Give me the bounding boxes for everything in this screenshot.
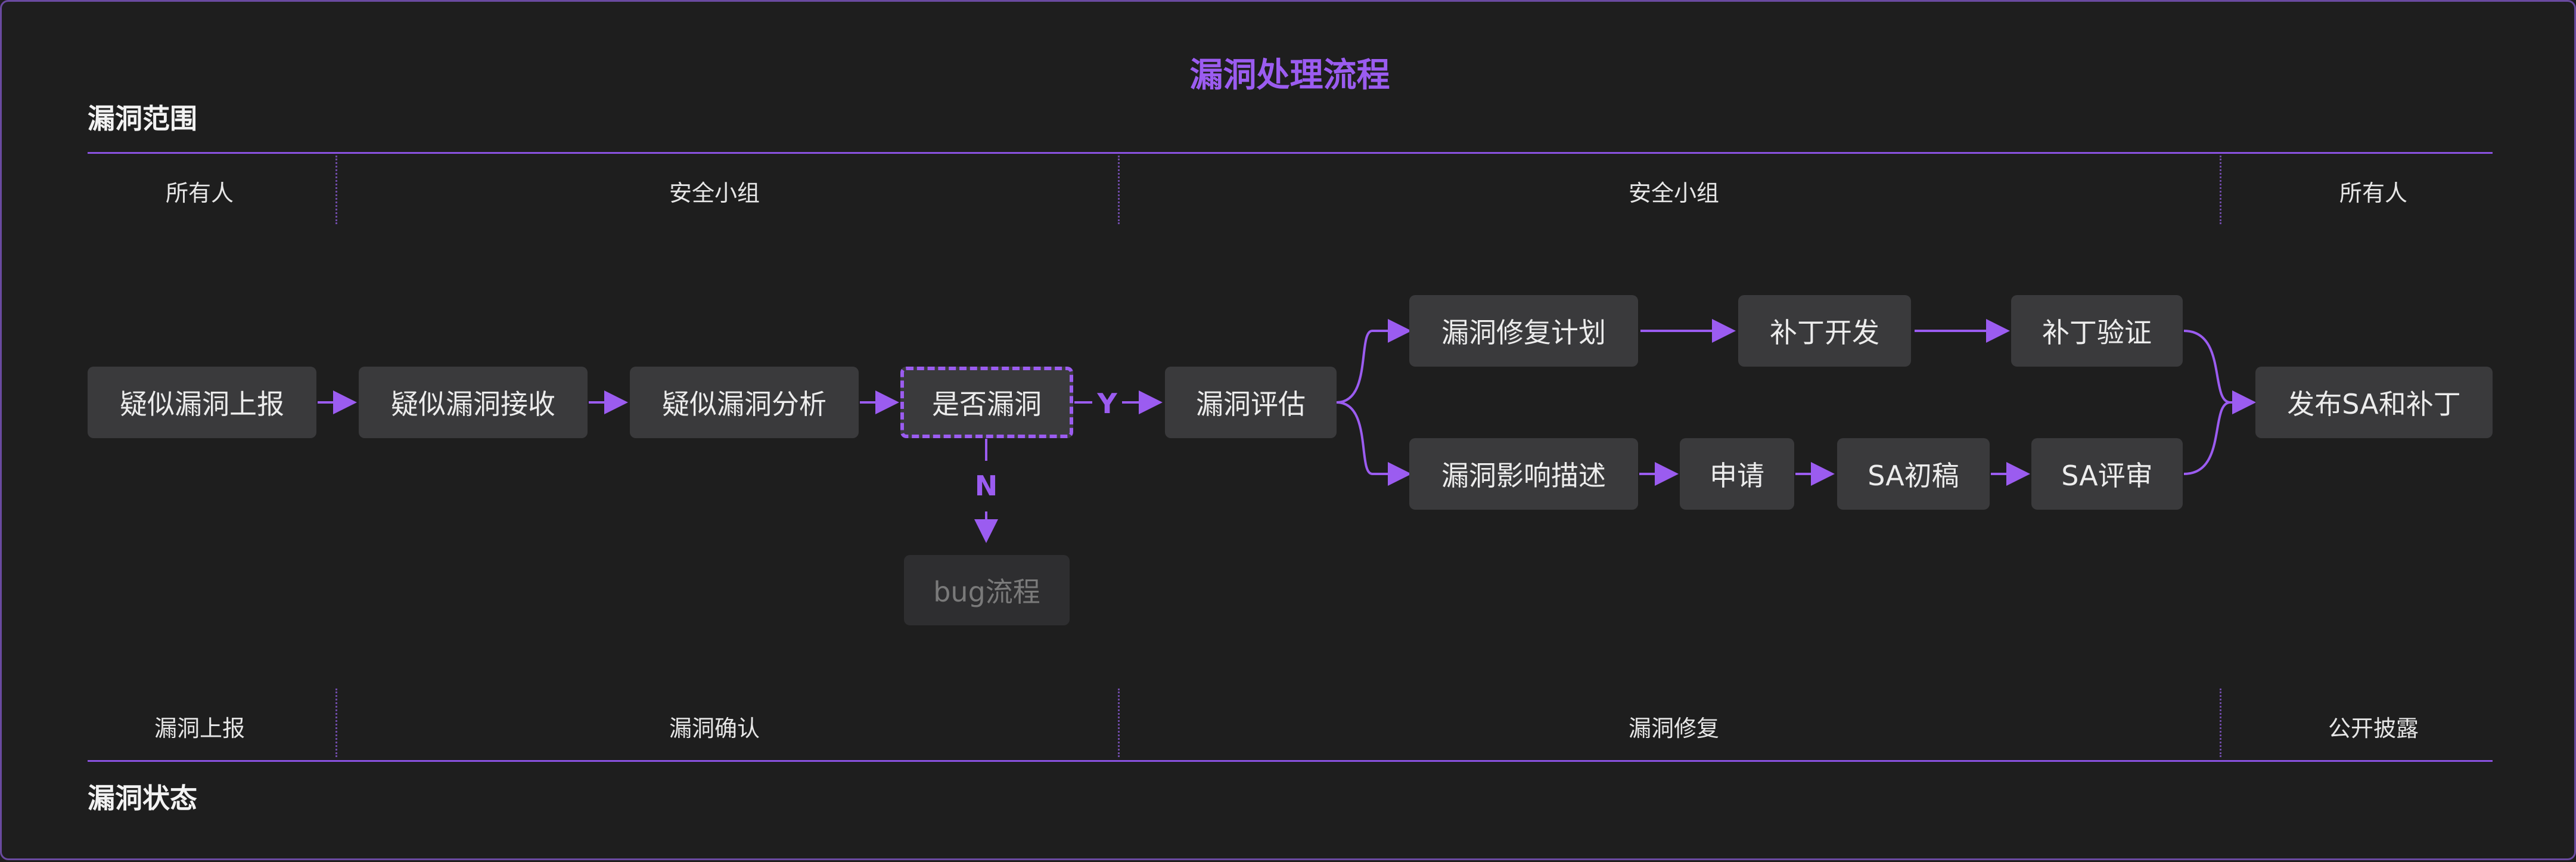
status-column-confirm: 漏洞确认	[669, 715, 760, 742]
node-patch-verify[interactable]: 补丁验证	[2011, 295, 2183, 367]
node-patch-develop[interactable]: 补丁开发	[1738, 295, 1911, 367]
status-column-report: 漏洞上报	[154, 715, 246, 742]
scope-column-divider	[1118, 156, 1120, 224]
scope-section-label: 漏洞范围	[88, 103, 197, 135]
node-suspected-analyze[interactable]: 疑似漏洞分析	[630, 367, 859, 438]
edge-evaluate-fixplan	[1336, 319, 1412, 404]
status-column-divider	[335, 689, 337, 757]
node-is-vulnerability-decision[interactable]: 是否漏洞	[900, 367, 1073, 438]
node-suspected-receive[interactable]: 疑似漏洞接收	[359, 367, 588, 438]
status-section-label: 漏洞状态	[88, 782, 197, 814]
status-column-disclosure: 公开披露	[2328, 715, 2419, 742]
node-sa-review[interactable]: SA评审	[2031, 438, 2183, 510]
scope-divider-line	[88, 152, 2493, 154]
edge-evaluate-impact	[1336, 401, 1412, 486]
node-vuln-evaluate[interactable]: 漏洞评估	[1165, 367, 1337, 438]
status-column-divider	[2220, 689, 2221, 757]
scope-column-security-team: 安全小组	[669, 180, 760, 206]
node-publish-sa-patch[interactable]: 发布SA和补丁	[2255, 367, 2493, 438]
scope-column-divider	[335, 156, 337, 224]
node-sa-draft[interactable]: SA初稿	[1837, 438, 1990, 510]
node-bug-process[interactable]: bug流程	[904, 555, 1070, 625]
edge-label-no: N	[974, 470, 998, 502]
status-divider-line	[88, 760, 2493, 762]
scope-column-everyone: 所有人	[2339, 180, 2408, 206]
scope-column-divider	[2220, 156, 2221, 224]
edge-label-yes: Y	[1097, 387, 1117, 420]
edge-sareview-publish	[2183, 390, 2256, 475]
status-column-divider	[1118, 689, 1120, 757]
node-apply[interactable]: 申请	[1680, 438, 1794, 510]
scope-column-security-team: 安全小组	[1628, 180, 1720, 206]
scope-column-everyone: 所有人	[165, 180, 234, 206]
edge-verify-publish	[2183, 330, 2256, 414]
node-impact-describe[interactable]: 漏洞影响描述	[1409, 438, 1638, 510]
node-suspected-report[interactable]: 疑似漏洞上报	[88, 367, 316, 438]
status-column-fix: 漏洞修复	[1628, 715, 1720, 742]
diagram-title: 漏洞处理流程	[1189, 56, 1390, 95]
node-fix-plan[interactable]: 漏洞修复计划	[1409, 295, 1638, 367]
